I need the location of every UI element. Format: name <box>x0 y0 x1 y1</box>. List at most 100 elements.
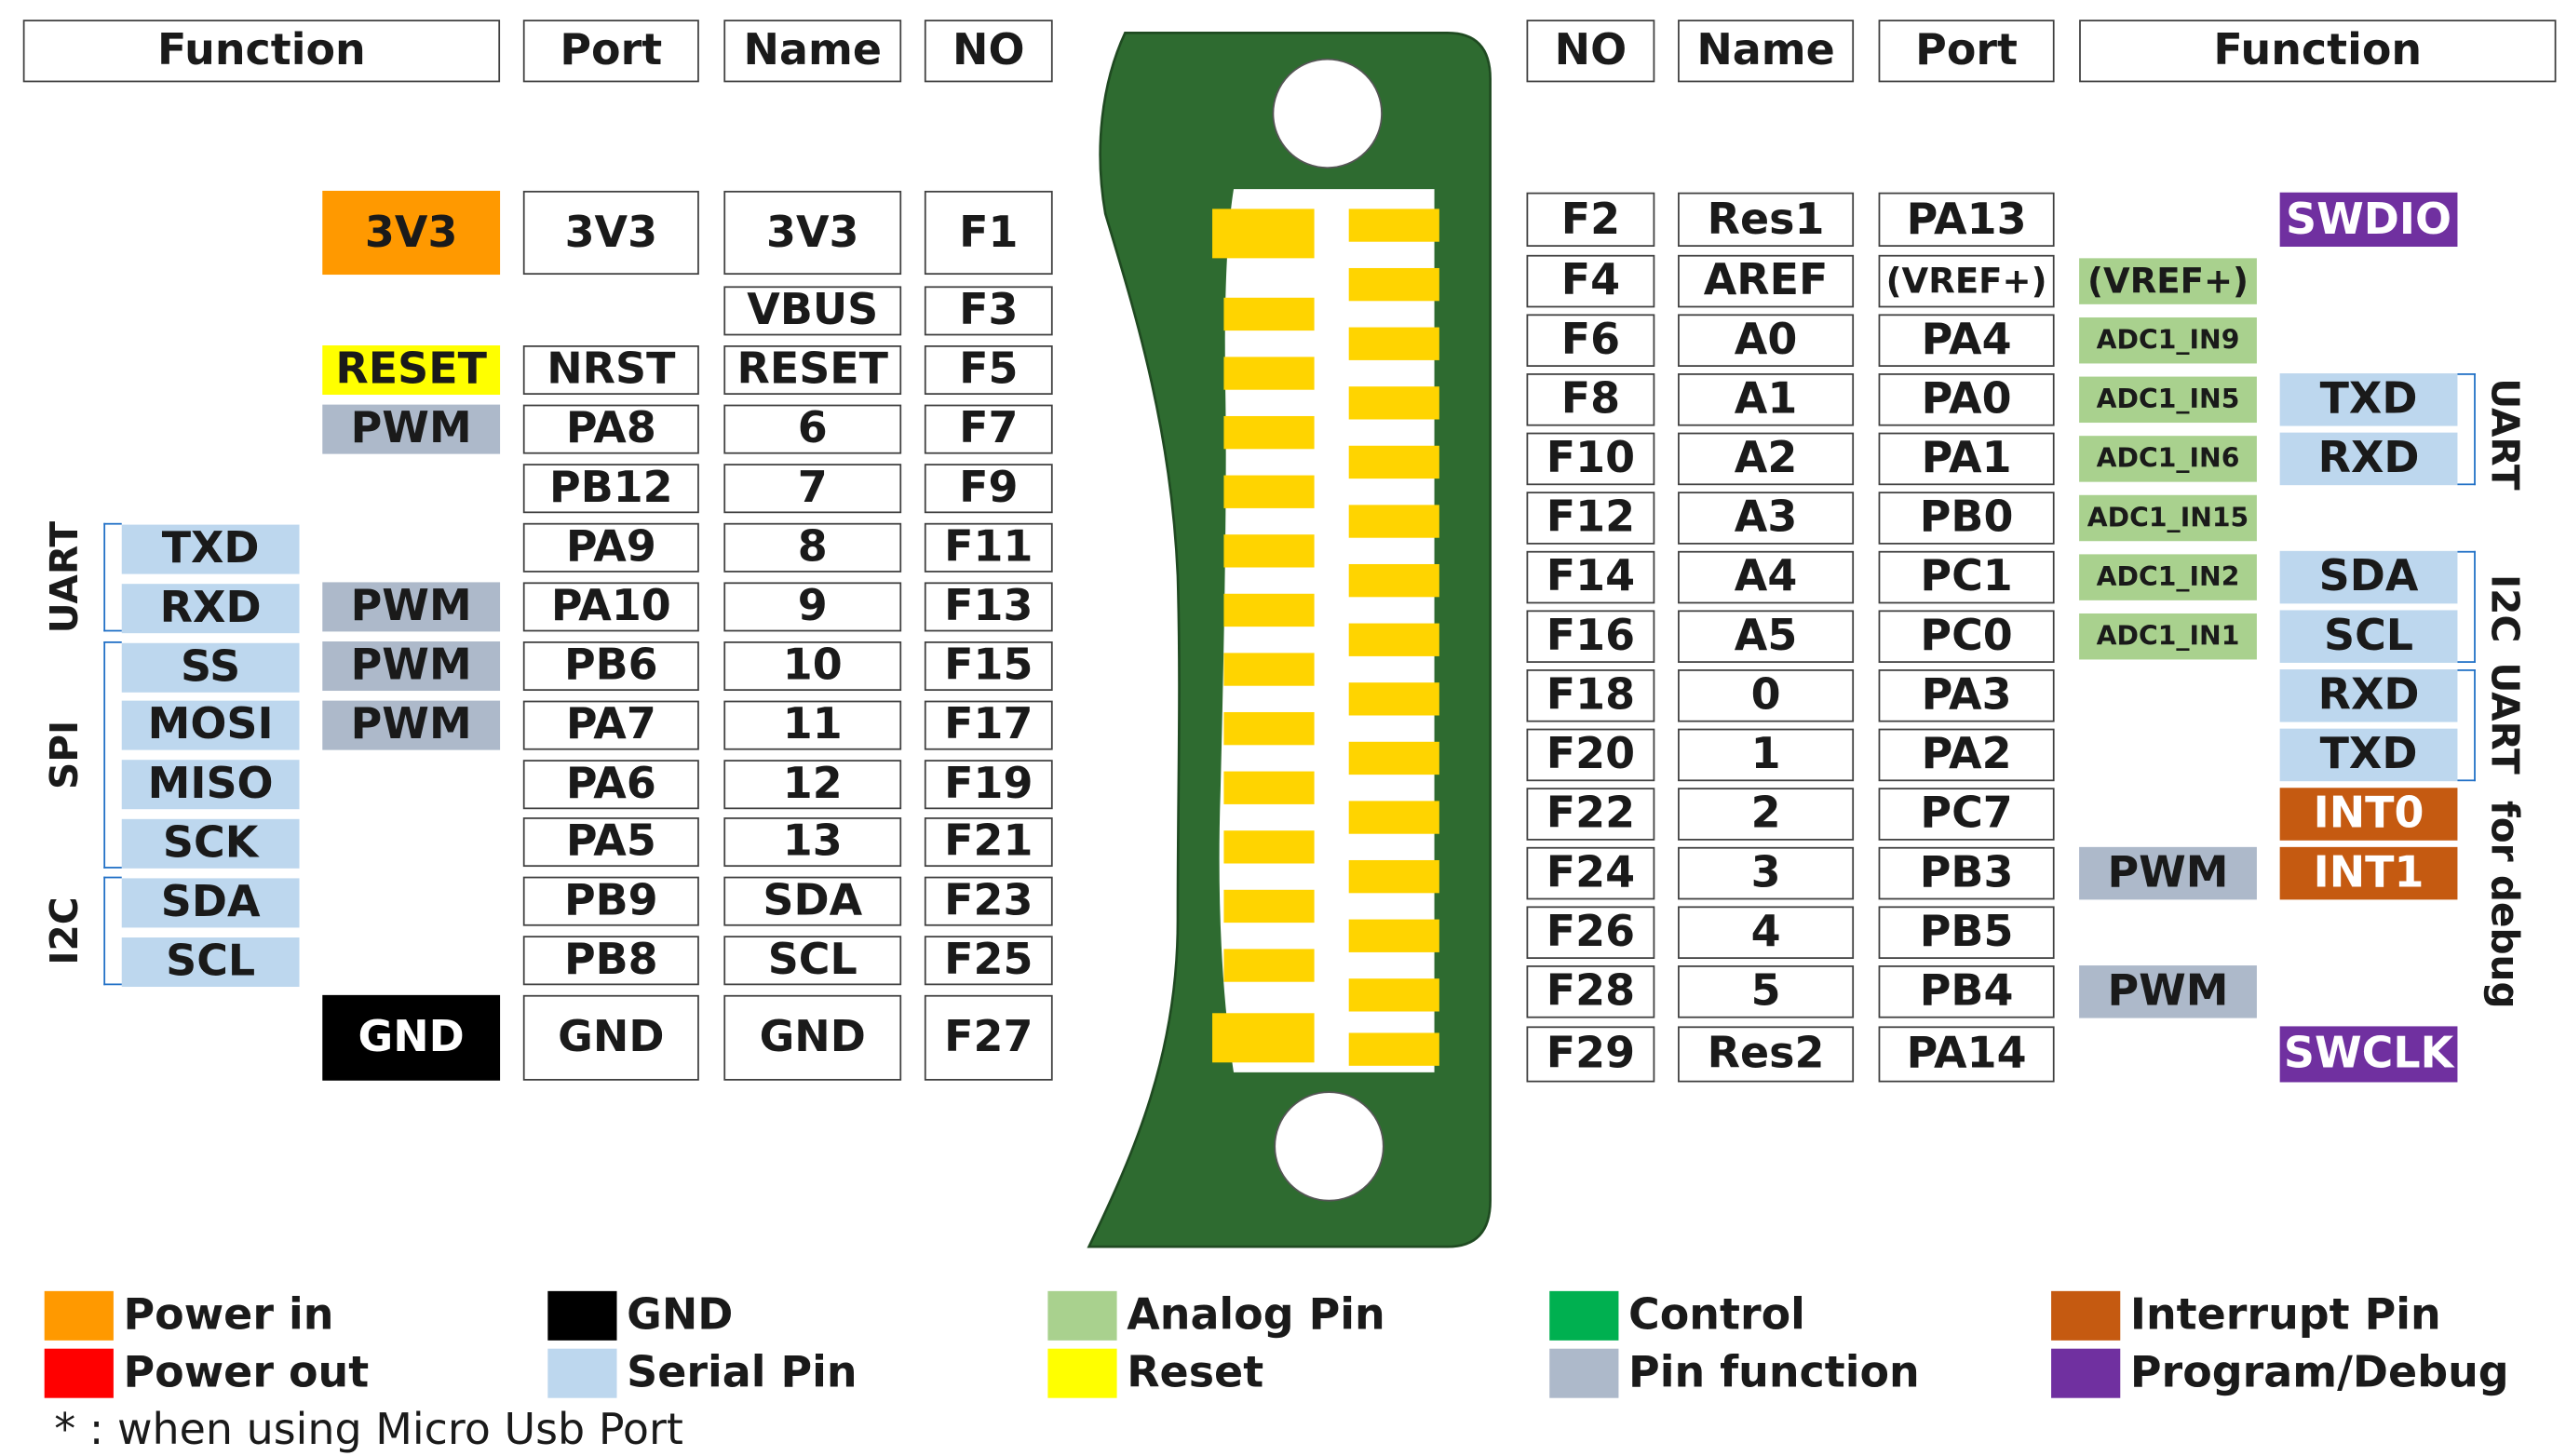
pin-func2-f14: SDA <box>2279 550 2458 604</box>
contact-left-3 <box>1223 357 1315 390</box>
contact-right-11 <box>1348 801 1439 834</box>
serial-txd-left: TXD <box>121 524 300 574</box>
pin-port-f8: PA0 <box>1878 373 2055 426</box>
header-right-function: Function <box>2079 20 2557 83</box>
contact-right-4 <box>1348 386 1439 420</box>
pin-name-f26: 4 <box>1678 906 1855 959</box>
pin-no-f17: F17 <box>924 700 1053 750</box>
pin-port-f11: PA9 <box>522 522 699 573</box>
legend-swatch-reset <box>1047 1348 1117 1398</box>
pin-no-f7: F7 <box>924 404 1053 454</box>
pin-name-f9: 7 <box>723 464 902 514</box>
legend-swatch-analog <box>1047 1290 1117 1341</box>
contact-right-13 <box>1348 919 1439 952</box>
pin-func1-f16: ADC1_IN1 <box>2079 613 2257 660</box>
pin-name-f24: 3 <box>1678 846 1855 900</box>
contact-left-14 <box>1212 1013 1315 1063</box>
pin-name-f14: A4 <box>1678 550 1855 604</box>
pin-func2-f20: TXD <box>2279 728 2458 782</box>
pin-name-f20: 1 <box>1678 728 1855 782</box>
pin-no-f19: F19 <box>924 760 1053 810</box>
pin-func2-f22: INT0 <box>2279 788 2458 841</box>
pin-port-f21: PA5 <box>522 817 699 868</box>
pin-name-f4: AREF <box>1678 254 1855 308</box>
serial-scl-left: SCL <box>121 937 300 988</box>
pin-no-f23: F23 <box>924 876 1053 926</box>
pin-no-f24: F24 <box>1526 846 1655 900</box>
legend-label-power-in: Power in <box>123 1290 334 1341</box>
header-left-port: Port <box>522 20 699 83</box>
pin-name-f16: A5 <box>1678 610 1855 663</box>
pin-port-f16: PC0 <box>1878 610 2055 663</box>
contact-left-10 <box>1223 771 1315 804</box>
pin-port-f6: PA4 <box>1878 314 2055 367</box>
pin-port-f19: PA6 <box>522 760 699 810</box>
board-connector <box>1087 32 1492 1248</box>
contact-left-13 <box>1223 949 1315 982</box>
pin-no-f5: F5 <box>924 345 1053 396</box>
bracket-i2c-left <box>103 876 122 986</box>
serial-ss-left: SS <box>121 642 300 693</box>
pin-name-f25: SCL <box>723 936 902 986</box>
pin-function-f17: PWM <box>322 700 501 750</box>
contact-right-5 <box>1348 445 1439 479</box>
pin-function-f27: GND <box>322 994 501 1081</box>
group-uart-right: UART <box>2481 378 2525 491</box>
pin-no-f9: F9 <box>924 464 1053 514</box>
pin-no-f1: F1 <box>924 190 1053 276</box>
pin-port-f20: PA2 <box>1878 728 2055 782</box>
contact-left-4 <box>1223 415 1315 450</box>
pin-no-f4: F4 <box>1526 254 1655 308</box>
pin-name-f19: 12 <box>723 760 902 810</box>
pin-port-f12: PB0 <box>1878 492 2055 545</box>
pin-port-f23: PB9 <box>522 876 699 926</box>
header-left-name: Name <box>723 20 902 83</box>
legend-label-pin-function: Pin function <box>1628 1348 1920 1398</box>
pin-port-f18: PA3 <box>1878 669 2055 722</box>
pin-name-f22: 2 <box>1678 788 1855 841</box>
header-right-port: Port <box>1878 20 2055 83</box>
pin-name-f13: 9 <box>723 582 902 632</box>
group-uart-for-debug-right: UART for debug <box>2481 662 2525 1009</box>
pin-func1-f28: PWM <box>2079 965 2257 1018</box>
pin-no-f26: F26 <box>1526 906 1655 959</box>
contact-right-3 <box>1348 327 1439 360</box>
pin-function-f15: PWM <box>322 641 501 692</box>
contact-right-2 <box>1348 267 1439 302</box>
contact-left-9 <box>1223 711 1315 746</box>
serial-miso-left: MISO <box>121 760 300 810</box>
pin-func1-f14: ADC1_IN2 <box>2079 554 2257 600</box>
pin-port-f24: PB3 <box>1878 846 2055 900</box>
serial-rxd-left: RXD <box>121 584 300 634</box>
pin-no-f3: F3 <box>924 286 1053 336</box>
contact-right-9 <box>1348 682 1439 716</box>
mount-hole-bottom <box>1274 1091 1384 1202</box>
pin-function-f13: PWM <box>322 582 501 632</box>
contact-left-5 <box>1223 475 1315 508</box>
pin-name-f12: A3 <box>1678 492 1855 545</box>
legend-label-gnd: GND <box>627 1290 734 1341</box>
pin-port-f27: GND <box>522 994 699 1081</box>
pin-no-f25: F25 <box>924 936 1053 986</box>
header-right-no: NO <box>1526 20 1655 83</box>
pin-port-f13: PA10 <box>522 582 699 632</box>
legend-label-power-out: Power out <box>123 1348 370 1398</box>
pin-port-f2: PA13 <box>1878 192 2055 248</box>
pin-name-f11: 8 <box>723 522 902 573</box>
pin-name-f1: 3V3 <box>723 190 902 276</box>
legend-label-reset: Reset <box>1127 1348 1264 1398</box>
pin-port-f25: PB8 <box>522 936 699 986</box>
header-right-name: Name <box>1678 20 1855 83</box>
pin-no-f6: F6 <box>1526 314 1655 367</box>
header-left-no: NO <box>924 20 1053 83</box>
pin-func2-f8: TXD <box>2279 373 2458 426</box>
pin-no-f13: F13 <box>924 582 1053 632</box>
pin-port-f14: PC1 <box>1878 550 2055 604</box>
pin-func1-f10: ADC1_IN6 <box>2079 436 2257 482</box>
contact-right-12 <box>1348 859 1439 894</box>
contact-right-14 <box>1348 978 1439 1012</box>
pin-port-f10: PA1 <box>1878 432 2055 486</box>
pin-name-f29: Res2 <box>1678 1026 1855 1083</box>
pin-no-f8: F8 <box>1526 373 1655 426</box>
legend-label-analog: Analog Pin <box>1127 1290 1385 1341</box>
